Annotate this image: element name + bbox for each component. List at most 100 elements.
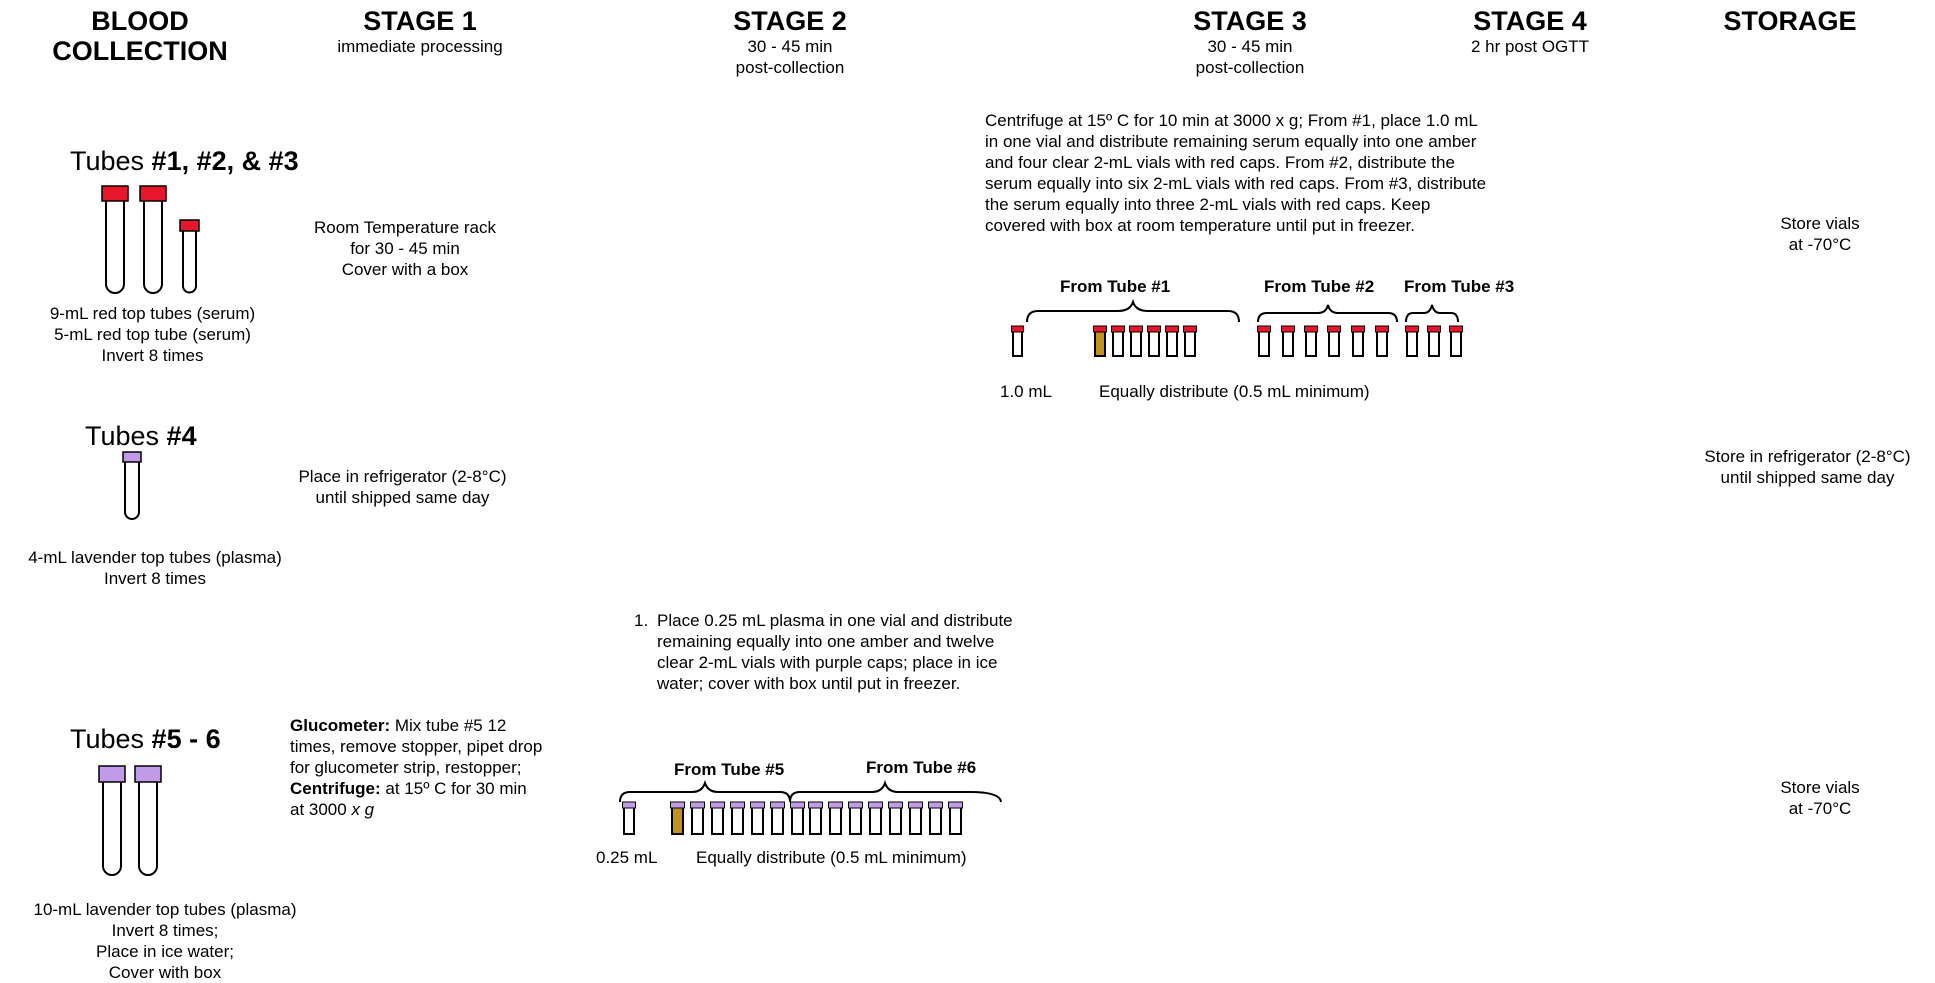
storage-row2-text: Store in refrigerator (2-8°C) until ship… [1704,447,1911,487]
vial-cap [1257,325,1271,333]
glucometer-instructions: Mix tube #5 12 times, remove stopper, pi… [290,716,543,777]
tubes-5-6-caption: 10-mL lavender top tubes (plasma) Invert… [33,900,297,982]
header-stage3: STAGE 3 30 - 45 min post-collection [1150,6,1350,78]
vial-cap [1183,325,1197,333]
clear-vial [849,806,862,835]
tubes-title-numbers: #4 [166,421,197,451]
header-blood-collection: BLOOD COLLECTION [40,6,240,66]
red-cap [179,219,200,232]
vial-cap [790,801,805,809]
header-title: STAGE 2 [733,6,847,36]
clear-vial [909,806,922,835]
tubes-title-numbers: #5 - 6 [151,724,221,754]
tubes-1-3-title: Tubes #1, #2, & #3 [70,146,299,176]
from-tube-1-label: From Tube #1 [1060,277,1171,296]
header-subtitle: 2 hr post OGTT [1470,37,1590,56]
header-title: STORAGE [1723,6,1857,36]
clear-vial [711,806,724,835]
serum-vials-group [1011,325,1463,357]
brace-tube-1 [1026,298,1240,323]
clear-vial [1258,330,1270,357]
lavender-cap [98,765,126,783]
clear-vial [1184,330,1196,357]
equally-distribute-label-1: Equally distribute (0.5 mL minimum) [1099,382,1370,401]
stage3-centrifuge-text: Centrifuge at 15º C for 10 min at 3000 x… [985,111,1487,235]
plasma-vials-diagram [619,779,1002,835]
vial-cap [1427,325,1441,333]
vial-cap [1129,325,1143,333]
vial-cap [1093,325,1107,333]
amber-vial [671,806,684,835]
header-stage1: STAGE 1 immediate processing [300,6,540,57]
clear-vial [1305,330,1317,357]
lavender-cap [122,451,142,463]
amber-vial [1094,330,1106,357]
from-tube-2-label: From Tube #2 [1264,277,1375,296]
stage2-list-number: 1. [634,611,649,630]
header-title: STAGE 4 [1473,6,1587,36]
header-stage4: STAGE 4 2 hr post OGTT [1430,6,1630,57]
stage1-room-temp-text: Room Temperature rack for 30 - 45 min Co… [313,218,497,279]
clear-vial [1012,330,1023,357]
header-subtitle: immediate processing [337,37,503,56]
tubes-1-3-caption: 9-mL red top tubes (serum) 5-mL red top … [49,304,256,365]
vial-cap [848,801,863,809]
lavender-cap [134,765,162,783]
tube-body [124,461,140,520]
vial-cap [908,801,923,809]
vial-cap [622,801,636,809]
lavender-10ml-tubes-icon [98,765,162,876]
vial-cap [1405,325,1419,333]
clear-vial [1450,330,1462,357]
vial-cap [1281,325,1295,333]
vial-cap [690,801,705,809]
clear-vial [889,806,902,835]
header-storage: STORAGE [1690,6,1890,36]
glucometer-label: Glucometer: [290,716,391,735]
vial-cap [670,801,685,809]
tubes-title-numbers: #1, #2, & #3 [151,146,299,176]
vial-cap [710,801,725,809]
vial-cap [1111,325,1125,333]
stage1-glucometer-text: Glucometer: Mix tube #5 12 times, remove… [290,715,545,820]
vial-cap [770,801,785,809]
clear-vial [949,806,962,835]
plasma-vials-group [622,801,963,835]
vol-0-25-ml-label: 0.25 mL [596,848,658,867]
lavender-top-tube-icon [122,451,142,520]
from-tube-5-label: From Tube #5 [674,760,785,779]
brace-tube-2 [1257,304,1398,323]
centrifuge-label: Centrifuge: [290,779,381,798]
brace-tube-5 [619,779,791,803]
stage1-refrigerator-text: Place in refrigerator (2-8°C) until ship… [298,467,507,507]
clear-vial [731,806,744,835]
vial-cap [1304,325,1318,333]
clear-vial [791,806,804,835]
vial-cap [888,801,903,809]
tubes-title-prefix: Tubes [70,146,152,176]
tubes-4-caption: 4-mL lavender top tubes (plasma) Invert … [28,548,282,588]
clear-vial [1166,330,1178,357]
vial-cap [1449,325,1463,333]
header-title: STAGE 3 [1193,6,1307,36]
vial-cap [868,801,883,809]
vial-cap [1165,325,1179,333]
tube-body [182,230,197,294]
clear-vial [623,806,635,835]
clear-vial [809,806,822,835]
clear-vial [1352,330,1364,357]
vial-cap [1147,325,1161,333]
brace-tube-6 [789,779,1002,803]
red-top-tubes-icon [101,185,200,294]
clear-vial [1376,330,1388,357]
clear-vial [1282,330,1294,357]
vial-cap [928,801,943,809]
clear-vial [1406,330,1418,357]
tube-body [138,781,158,876]
header-title: BLOOD COLLECTION [52,6,228,66]
vial-cap [1375,325,1389,333]
centrifuge-unit: x g [351,800,375,819]
vial-cap [1327,325,1341,333]
header-subtitle: 30 - 45 min post-collection [1195,37,1305,77]
stage2-instructions-text: Place 0.25 mL plasma in one vial and dis… [657,611,1013,693]
